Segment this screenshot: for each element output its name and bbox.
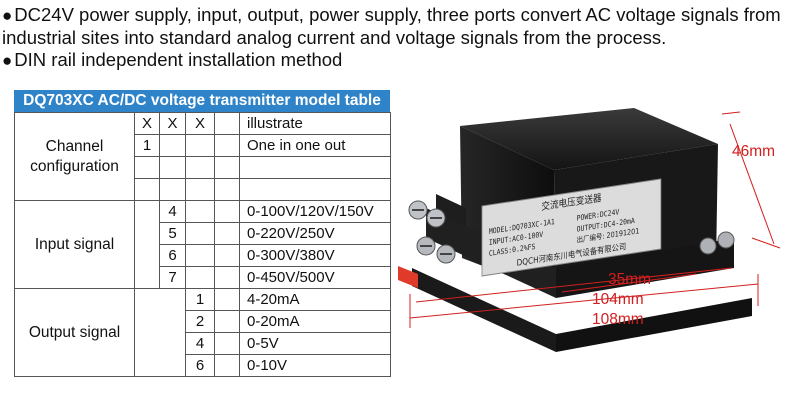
bullet-icon: ● (2, 6, 13, 25)
empty-cell (185, 222, 215, 245)
empty-cell (214, 244, 240, 267)
output-desc: 0-10V (239, 354, 391, 377)
empty-cell (214, 288, 240, 311)
empty-cell (185, 244, 215, 267)
empty-cell (134, 200, 160, 289)
intro-line-2-text: DIN rail independent installation method (14, 49, 343, 70)
table-row: Input signal 4 0-100V/120V/150V (14, 200, 391, 289)
table-title: DQ703XC AC/DC voltage transmitter model … (14, 90, 390, 112)
input-desc: 0-450V/500V (239, 266, 391, 289)
empty-cell (214, 354, 240, 377)
empty-cell (239, 156, 391, 179)
transmitter-module: 交流电压变送器 MODEL:DQ703XC-1A1 POWER:DC24V IN… (398, 108, 752, 352)
terminal-screw-icon (408, 200, 735, 264)
output-code: 6 (185, 354, 215, 377)
empty-cell (185, 200, 215, 223)
dimension-depth: 35mm 104mm 108mm (409, 267, 759, 328)
dim-depth3-label: 108mm (592, 311, 644, 328)
input-code: 4 (159, 200, 186, 223)
table-row (15, 156, 391, 179)
input-code: 7 (159, 266, 186, 289)
channel-label: Channel configuration (14, 112, 135, 201)
input-desc: 0-220V/250V (239, 222, 391, 245)
input-desc: 0-100V/120V/150V (239, 200, 391, 223)
input-code: 6 (159, 244, 186, 267)
empty-cell (159, 134, 186, 157)
din-base-front (412, 268, 556, 352)
empty-cell (159, 178, 186, 201)
dimension-height: 46mm (721, 111, 781, 249)
output-code: 2 (185, 310, 215, 333)
intro-text: ●DC24V power supply, input, output, powe… (2, 4, 798, 72)
empty-cell (214, 200, 240, 223)
empty-cell (214, 156, 240, 179)
table-row: 4 0-5V (15, 332, 391, 355)
empty-cell (134, 156, 160, 179)
empty-cell (185, 134, 215, 157)
output-desc: 0-20mA (239, 310, 391, 333)
din-clip (398, 266, 418, 288)
output-code: 4 (185, 332, 215, 355)
table-row: Output signal 1 4-20mA (14, 288, 391, 377)
empty-cell (185, 156, 215, 179)
empty-cell (214, 310, 240, 333)
intro-line-2: ●DIN rail independent installation metho… (2, 49, 798, 72)
x-mark: X (185, 112, 215, 135)
module-top-face (460, 108, 718, 170)
empty-cell (214, 222, 240, 245)
model-table: Channel configuration X X X illustrate 1… (14, 112, 391, 377)
table-row: 1 One in one out (15, 134, 391, 157)
empty-cell (185, 178, 215, 201)
table-row: 7 0-450V/500V (15, 266, 391, 289)
terminal-block-side (556, 238, 734, 298)
table-row: 6 0-10V (15, 354, 391, 377)
illustrate-header: illustrate (239, 112, 391, 135)
empty-cell (134, 288, 186, 377)
output-label: Output signal (14, 288, 135, 377)
intro-line-1-text: DC24V power supply, input, output, power… (2, 4, 781, 48)
output-desc: 0-5V (239, 332, 391, 355)
x-mark: X (134, 112, 160, 135)
channel-code: 1 (134, 134, 160, 157)
x-mark: X (159, 112, 186, 135)
empty-cell (214, 178, 240, 201)
empty-cell (214, 112, 240, 135)
bullet-icon: ● (2, 51, 13, 70)
product-photo: 交流电压变送器 MODEL:DQ703XC-1A1 POWER:DC24V IN… (398, 108, 781, 352)
output-code: 1 (185, 288, 215, 311)
empty-cell (214, 266, 240, 289)
input-label: Input signal (14, 200, 135, 289)
intro-line-1: ●DC24V power supply, input, output, powe… (2, 4, 798, 49)
empty-cell (239, 178, 391, 201)
input-desc: 0-300V/380V (239, 244, 391, 267)
channel-desc: One in one out (239, 134, 391, 157)
input-code: 5 (159, 222, 186, 245)
table-row: Channel configuration X X X illustrate (14, 112, 391, 201)
dim-depth2-label: 104mm (592, 291, 644, 308)
output-desc: 4-20mA (239, 288, 391, 311)
empty-cell (185, 266, 215, 289)
table-row: 5 0-220V/250V (15, 222, 391, 245)
empty-cell (214, 134, 240, 157)
empty-cell (159, 156, 186, 179)
dim-height-label: 46mm (732, 143, 775, 160)
empty-cell (214, 332, 240, 355)
empty-cell (134, 178, 160, 201)
din-base-side (556, 298, 752, 352)
